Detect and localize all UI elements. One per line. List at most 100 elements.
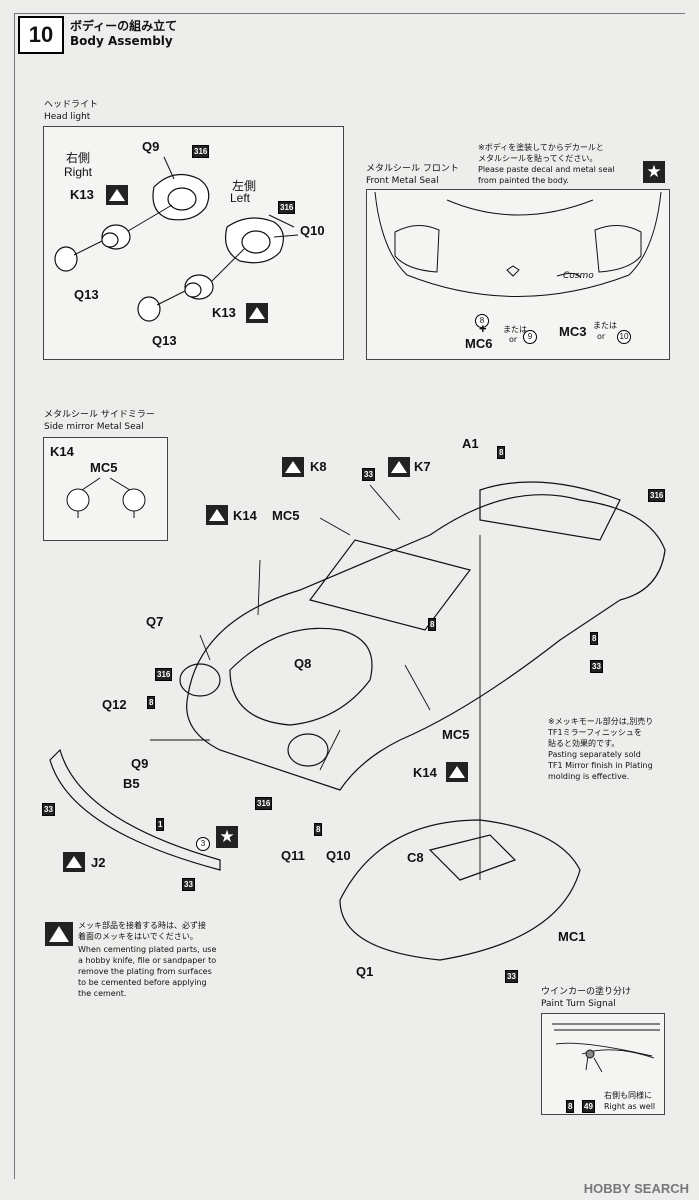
seal-note-en1: Please paste decal and metal seal (478, 165, 615, 174)
plating-remove-icon (246, 303, 268, 323)
seal-note-jp1: ※ボディを塗装してからデカールと (478, 143, 604, 152)
code-33: 33 (590, 660, 603, 673)
cement-note-en: When cementing plated parts, use a hobby… (78, 944, 218, 999)
right-side-jp: 右側 (66, 151, 91, 165)
cement-note-jp1: メッキ部品を接着する時は、必ず接 (78, 921, 206, 930)
part-k7: K7 (414, 459, 431, 474)
mirror-seal-title-jp: メタルシール サイドミラー (44, 410, 155, 420)
right-same-en: Right as well (604, 1102, 656, 1111)
code-316: 316 (648, 489, 666, 502)
part-q10: Q10 (326, 848, 351, 863)
part-k14-b: K14 (413, 765, 437, 780)
seal-mc3: MC3 (559, 324, 587, 339)
main-car-drawing (49, 481, 666, 961)
mirror-k14: K14 (50, 444, 74, 459)
plating-note-en2: TF1 Mirror finish in Plating (548, 761, 653, 770)
turn-signal-title-jp: ウインカーの塗り分け (541, 987, 632, 997)
watermark: HOBBY SEARCH (583, 1181, 689, 1196)
part-mc5-b: MC5 (442, 727, 470, 742)
mirror-drawing (66, 477, 146, 518)
front-seal-title-en: Front Metal Seal (366, 176, 439, 186)
plating-note: ※メッキモール部分は,別売り TF1ミラーフィニッシュを 貼ると効果的です。 P… (548, 716, 688, 782)
plating-remove-icon (446, 762, 468, 782)
code-8: 8 (497, 446, 506, 459)
part-k13-left: K13 (212, 305, 236, 320)
part-q13-left: Q13 (152, 333, 177, 348)
decal-3: 3 (196, 837, 210, 851)
part-q8: Q8 (294, 656, 312, 671)
headlight-title-en: Head light (44, 112, 91, 122)
part-q12: Q12 (102, 697, 127, 712)
part-c8: C8 (407, 850, 424, 865)
code-33: 33 (505, 970, 518, 983)
plating-note-jp1: ※メッキモール部分は,別売り (548, 717, 654, 726)
code-316: 316 (278, 201, 296, 214)
code-8: 8 (314, 823, 323, 836)
code-8: 8 (147, 696, 156, 709)
mirror-seal-panel: K14 MC5 (43, 437, 168, 541)
part-q9: Q9 (142, 139, 160, 154)
code-316: 316 (155, 668, 173, 681)
code-316: 316 (255, 797, 273, 810)
code-8: 8 (428, 618, 437, 631)
turn-signal-drawing (552, 1023, 660, 1073)
part-k8: K8 (310, 459, 327, 474)
cement-note: メッキ部品を接着する時は、必ず接 着面のメッキをはいでください。 (78, 920, 218, 942)
plating-note-jp2: TF1ミラーフィニッシュを (548, 728, 642, 737)
headlight-panel: 右側 Right Q9 316 K13 左側 Left 316 Q10 Q13 … (43, 126, 344, 360)
code-33: 33 (362, 468, 375, 481)
star-icon: ★ (643, 161, 665, 183)
code-8: 8 (590, 632, 599, 645)
mirror-mc5: MC5 (90, 460, 118, 475)
decal-8: 8 (475, 314, 489, 328)
plus-sign: + (479, 321, 487, 336)
or-en: or (597, 332, 606, 341)
part-b1-tag: 1 (156, 818, 165, 831)
code-33: 33 (182, 878, 195, 891)
plating-note-en3: molding is effective. (548, 772, 630, 781)
left-side-en: Left (230, 191, 251, 205)
plating-remove-icon (106, 185, 128, 205)
color-49: 49 (582, 1100, 595, 1113)
cement-note-en4: to be cemented before applying (78, 978, 207, 987)
cement-note-en5: the cement. (78, 989, 127, 998)
code-33: 33 (42, 803, 55, 816)
part-j2: J2 (91, 855, 106, 870)
seal-note-en2: from painted the body. (478, 176, 569, 185)
part-q9: Q9 (131, 756, 149, 771)
cement-note-en1: When cementing plated parts, use (78, 945, 217, 954)
step-title-en: Body Assembly (70, 34, 173, 48)
step-title-jp: ボディーの組み立て (70, 19, 178, 33)
plating-note-jp3: 貼ると効果的です。 (548, 739, 620, 748)
plating-remove-icon (388, 457, 410, 477)
step-number: 10 (18, 16, 64, 54)
front-seal-title-jp: メタルシール フロント (366, 164, 459, 174)
cement-note-en2: a hobby knife, file or sandpaper to (78, 956, 217, 965)
part-q7: Q7 (146, 614, 164, 629)
star-icon: ★ (216, 826, 238, 848)
mirror-seal-title-en: Side mirror Metal Seal (44, 422, 144, 432)
decal-10: 10 (617, 330, 631, 344)
cosmo-emblem: Cosmo (563, 271, 594, 281)
seal-note-jp2: メタルシールを貼ってください。 (478, 154, 598, 163)
color-8: 8 (566, 1100, 575, 1113)
part-q1: Q1 (356, 964, 374, 979)
cement-note-en3: remove the plating from surfaces (78, 967, 212, 976)
part-mc1: MC1 (558, 929, 586, 944)
code-316: 316 (192, 145, 210, 158)
plating-remove-icon (206, 505, 228, 525)
part-q13-right: Q13 (74, 287, 99, 302)
plating-note-en1: Pasting separately sold (548, 750, 641, 759)
plating-remove-icon (282, 457, 304, 477)
part-mc5: MC5 (272, 508, 300, 523)
or-jp: または (503, 325, 527, 334)
part-k14: K14 (233, 508, 257, 523)
right-side-en: Right (64, 165, 93, 179)
part-q10: Q10 (300, 223, 325, 238)
headlight-title-jp: ヘッドライト (44, 100, 99, 110)
part-q11: Q11 (281, 848, 305, 863)
front-seal-panel: Cosmo 8 + MC6 または or 9 MC3 または or 10 (366, 189, 670, 360)
right-same-jp: 右側も同様に (604, 1091, 652, 1100)
or-en: or (509, 335, 518, 344)
headlight-drawing (54, 156, 299, 322)
